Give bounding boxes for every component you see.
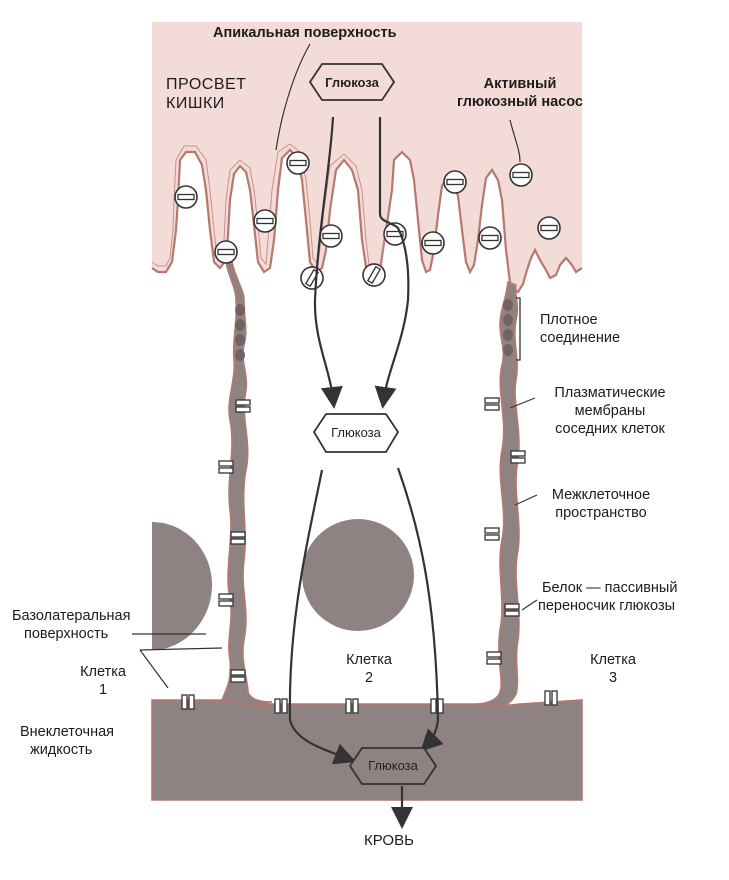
cell1-label-line2: 1 (98, 682, 108, 698)
pump-icon (478, 226, 502, 250)
glucose-hexagon-bottom (348, 747, 438, 785)
left-intercellular-space (220, 261, 273, 707)
tight-junction-right (503, 299, 513, 356)
tight-junction-label-line2: соединение (540, 330, 621, 346)
basolateral-label-line1: Базолатеральная (12, 608, 131, 624)
plasma-membranes-label-line1: Плазматические (554, 385, 666, 401)
active-pump-label-line2: глюкозный насос (457, 94, 583, 110)
extracellular-label-line2: жидкость (30, 742, 93, 758)
extracellular-label-line1: Внеклеточная (20, 724, 114, 740)
basolateral-label-line2: поверхность (24, 626, 109, 642)
pump-icon (358, 259, 390, 291)
lumen-label-line1: ПРОСВЕТ (166, 76, 247, 93)
cell3-label-line2: 3 (608, 670, 618, 686)
glucose-label-bottom: Глюкоза (368, 758, 419, 773)
tight-junction-left (235, 304, 245, 361)
apical-surface-label: Апикальная поверхность (213, 25, 397, 41)
glucose-hexagon-top (308, 63, 396, 101)
passive-carrier-label-line1: Белок — пассивный (542, 580, 678, 596)
pump-icon (443, 170, 467, 194)
tight-junction-label-line1: Плотное (540, 312, 598, 328)
glucose-label-middle: Глюкоза (331, 425, 382, 440)
tight-junction-bracket (516, 297, 521, 361)
glucose-transport-arrows (288, 116, 444, 829)
pump-icon (174, 185, 198, 209)
intercellular-space-label-line2: пространство (555, 505, 647, 521)
carrier-icon (484, 527, 500, 541)
cell2-label-line2: 2 (364, 670, 374, 686)
passive-carrier-label-line2: переносчик глюкозы (538, 598, 676, 614)
pump-icon (286, 151, 310, 175)
blood-label: КРОВЬ (364, 832, 414, 849)
cell1-nucleus (152, 522, 212, 650)
cell1-label-line1: Клетка (80, 664, 126, 680)
lumen-label-line2: КИШКИ (166, 95, 225, 112)
cell2-nucleus (302, 519, 414, 631)
cell3-label-line1: Клетка (590, 652, 636, 668)
pump-icon (253, 209, 277, 233)
pump-icon (509, 163, 533, 187)
glucose-hexagon-middle (312, 413, 400, 453)
plasma-membranes-label-line3: соседних клеток (555, 421, 665, 437)
plasma-membranes-label-line2: мембраны (574, 403, 646, 419)
pump-icon (214, 240, 238, 264)
intercellular-space-label-line1: Межклеточное (551, 487, 651, 503)
glucose-label-top: Глюкоза (325, 75, 379, 90)
label-leader-lines (132, 43, 538, 689)
pump-icon (319, 224, 343, 248)
pump-icon (421, 231, 445, 255)
cell2-label-line1: Клетка (346, 652, 392, 668)
pump-icon (537, 216, 561, 240)
right-intercellular-space (475, 280, 520, 709)
carrier-icon (484, 397, 500, 411)
active-pump-label-line1: Активный (483, 76, 557, 92)
